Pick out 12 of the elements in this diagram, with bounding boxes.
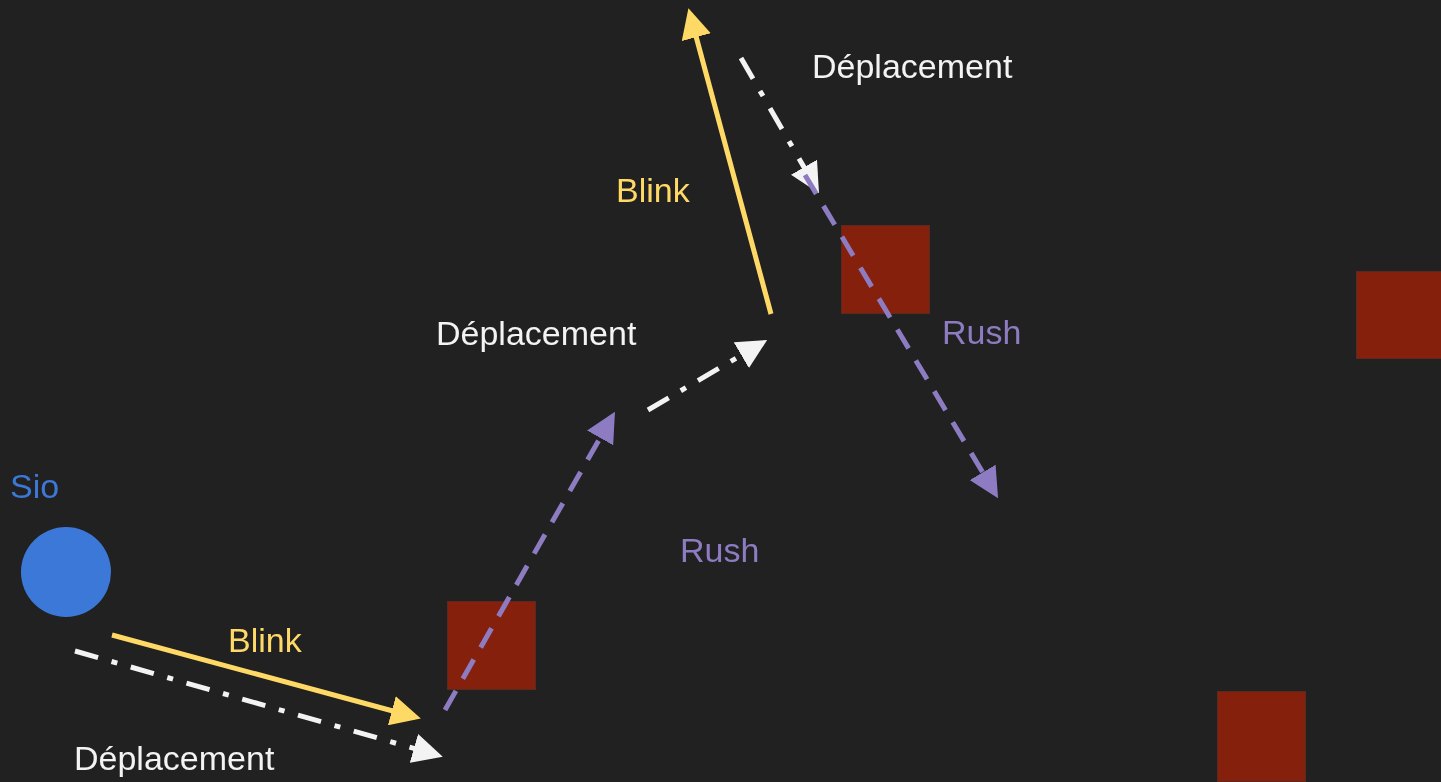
move-label: Blink (616, 170, 690, 210)
arrow (74, 648, 443, 763)
arrow (802, 173, 999, 499)
arrow (111, 632, 421, 726)
arrow (738, 56, 819, 194)
enemy-square (1356, 271, 1441, 359)
arrow (442, 411, 615, 712)
move-label: Déplacement (436, 313, 637, 353)
enemy-square (1217, 691, 1306, 782)
enemy-square (447, 601, 536, 690)
character-name: Sio (10, 466, 60, 506)
enemy-square (841, 225, 930, 314)
